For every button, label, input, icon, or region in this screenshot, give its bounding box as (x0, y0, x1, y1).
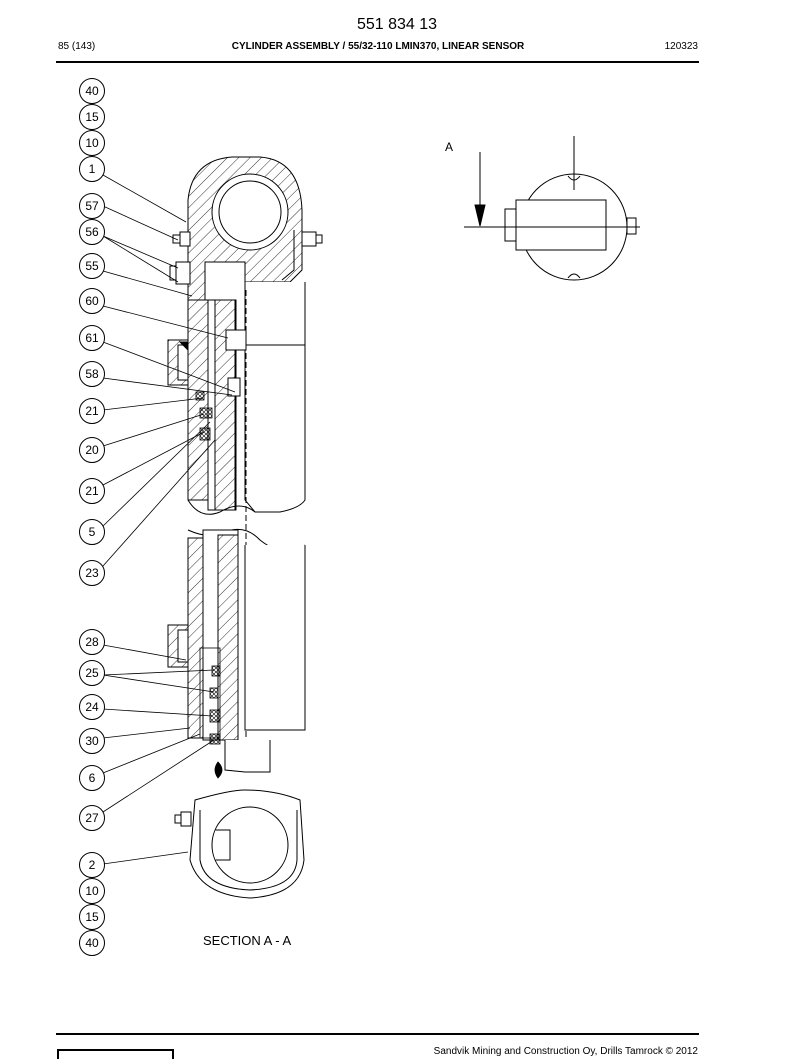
bottom-eye (174, 740, 305, 899)
cylinder-barrel (187, 282, 306, 741)
callout-item-27: 27 (79, 805, 105, 831)
callout-item-21: 21 (79, 478, 105, 504)
seals (195, 391, 223, 779)
view-a-label: A (445, 140, 454, 154)
footer-rule (56, 1033, 699, 1035)
view-a (464, 136, 640, 281)
callout-item-60: 60 (79, 288, 105, 314)
callout-item-58: 58 (79, 361, 105, 387)
document-title: CYLINDER ASSEMBLY / 55/32-110 LMIN370, L… (231, 41, 525, 52)
leader-lines (102, 174, 236, 865)
footer-copyright: Sandvik Mining and Construction Oy, Dril… (433, 1046, 698, 1057)
callout-item-24: 24 (79, 694, 105, 720)
callout-item-57: 57 (79, 193, 105, 219)
date-code: 120323 (664, 41, 698, 52)
section-label: SECTION A - A (203, 933, 292, 948)
header-rule (56, 61, 699, 63)
top-eye (169, 156, 323, 301)
callout-item-5: 5 (79, 519, 105, 545)
callout-item-30: 30 (79, 728, 105, 754)
page-count: 85 (143) (58, 41, 96, 52)
callout-item-20: 20 (79, 437, 105, 463)
callout-item-40: 40 (79, 930, 105, 956)
callout-item-56: 56 (79, 219, 105, 245)
callout-item-55: 55 (79, 253, 105, 279)
callout-item-2: 2 (79, 852, 105, 878)
callout-item-15: 15 (79, 904, 105, 930)
company-logo (57, 1049, 174, 1059)
callout-item-1: 1 (79, 156, 105, 182)
callout-item-28: 28 (79, 629, 105, 655)
callout-item-61: 61 (79, 325, 105, 351)
callout-item-23: 23 (79, 560, 105, 586)
callout-item-25: 25 (79, 660, 105, 686)
callout-item-10: 10 (79, 130, 105, 156)
callout-item-21: 21 (79, 398, 105, 424)
callout-item-10: 10 (79, 878, 105, 904)
document-number: 551 834 13 (356, 16, 438, 33)
page-header: 85 (143) CYLINDER ASSEMBLY / 55/32-110 L… (58, 41, 698, 55)
callout-item-40: 40 (79, 78, 105, 104)
ports (167, 339, 189, 668)
callout-item-6: 6 (79, 765, 105, 791)
callout-item-15: 15 (79, 104, 105, 130)
